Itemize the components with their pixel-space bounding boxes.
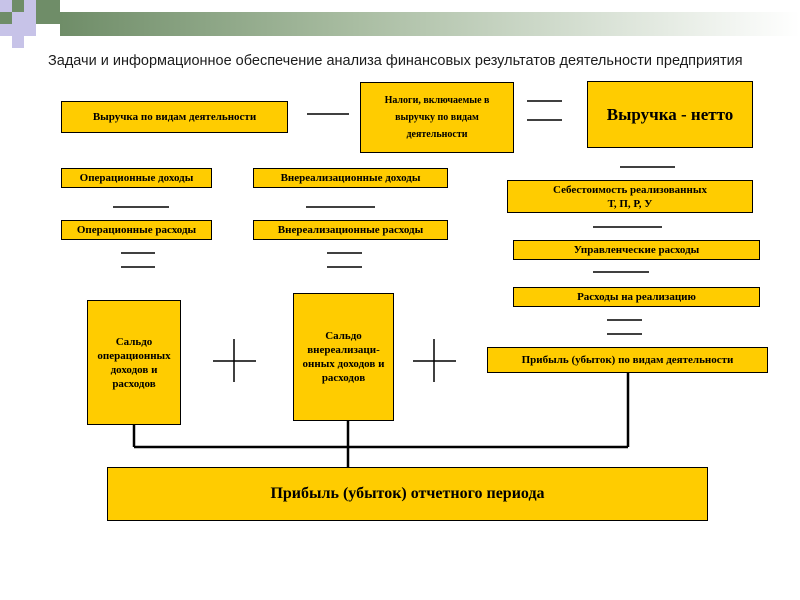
- administrative-expenses-box: Управленческие расходы: [513, 240, 760, 260]
- non-operating-expenses-box: Внереализационные расходы: [253, 220, 448, 240]
- decor-square-light-1: [0, 0, 12, 12]
- decor-square-light-2: [24, 0, 36, 12]
- profit-by-activity-label: Прибыль (убыток) по видам деятельности: [521, 354, 734, 366]
- net-revenue-label: Выручка - нетто: [606, 104, 734, 124]
- slide-title: Задачи и информационное обеспечение анал…: [48, 53, 743, 69]
- non-operating-expenses-label: Внереализационные расходы: [277, 224, 424, 236]
- period-profit-label: Прибыль (убыток) отчетного периода: [270, 485, 545, 502]
- decor-square-light-5: [12, 36, 24, 48]
- revenue-by-activity-box: Выручка по видам деятельности: [61, 101, 288, 133]
- operating-income-label: Операционные доходы: [79, 172, 194, 184]
- decor-square-light-3: [12, 12, 36, 36]
- period-profit-box: Прибыль (убыток) отчетного периода: [107, 467, 708, 521]
- net-revenue-box: Выручка - нетто: [587, 81, 753, 148]
- decor-square-dark-1: [12, 0, 24, 12]
- selling-expenses-label: Расходы на реализацию: [577, 291, 696, 303]
- operating-balance-box: Сальдо операционных доходов и расходов: [87, 300, 181, 425]
- header-decoration: [0, 0, 800, 48]
- revenue-by-activity-label: Выручка по видам деятельности: [92, 111, 257, 123]
- operating-income-box: Операционные доходы: [61, 168, 212, 188]
- administrative-expenses-label: Управленческие расходы: [573, 244, 700, 256]
- included-taxes-box: Налоги, включаемые в выручку по видам де…: [360, 82, 514, 153]
- non-operating-balance-label: Сальдо внереализаци-онных доходов и расх…: [302, 330, 385, 384]
- profit-by-activity-box: Прибыль (убыток) по видам деятельности: [487, 347, 768, 373]
- header-gradient-bar: [60, 12, 800, 36]
- decor-square-light-4: [0, 24, 12, 36]
- non-operating-income-label: Внереализационные доходы: [280, 172, 421, 184]
- operating-balance-label: Сальдо операционных доходов и расходов: [97, 335, 171, 390]
- cost-of-sales-label: Себестоимость реализованных Т, П, Р, У: [553, 183, 707, 210]
- non-operating-balance-box: Сальдо внереализаци-онных доходов и расх…: [293, 293, 394, 421]
- included-taxes-label: Налоги, включаемые в выручку по видам де…: [384, 95, 490, 140]
- cost-of-sales-box: Себестоимость реализованных Т, П, Р, У: [507, 180, 753, 213]
- operating-expenses-box: Операционные расходы: [61, 220, 212, 240]
- operating-expenses-label: Операционные расходы: [76, 224, 197, 236]
- decor-square-dark-3: [0, 12, 12, 24]
- non-operating-income-box: Внереализационные доходы: [253, 168, 448, 188]
- decor-square-dark-2: [36, 0, 60, 24]
- selling-expenses-box: Расходы на реализацию: [513, 287, 760, 307]
